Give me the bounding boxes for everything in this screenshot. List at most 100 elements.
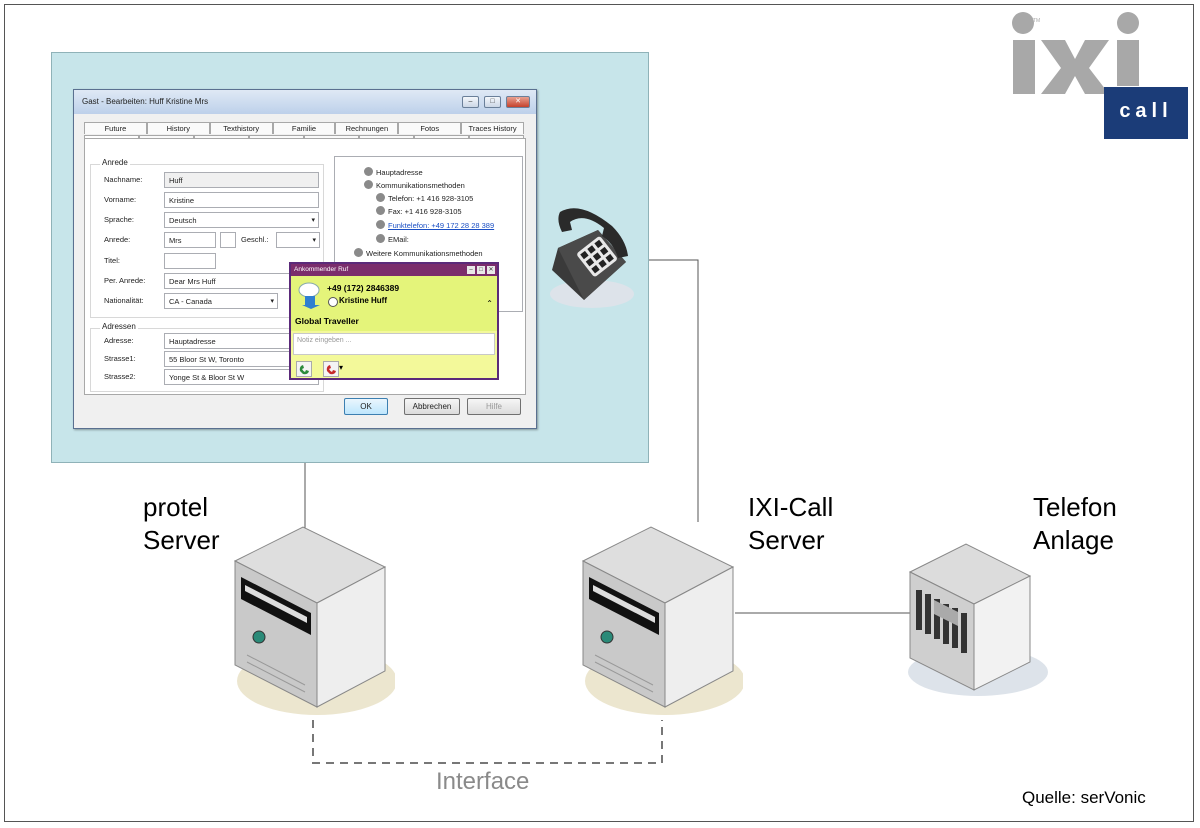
contact-status-icon [328, 297, 338, 307]
ixi-label-line2: Server [748, 525, 825, 555]
popup-maximize-icon[interactable]: □ [477, 266, 485, 274]
field-value[interactable]: Dear Mrs Huff [164, 273, 319, 289]
dialog-title: Gast - Bearbeiten: Huff Kristine Mrs [82, 97, 209, 106]
ixi-logo-mark: TM [1012, 12, 1139, 94]
logo-call-text: call [1119, 100, 1173, 122]
reject-call-icon[interactable] [323, 361, 339, 377]
tree-node-icon [376, 206, 385, 215]
answer-call-icon[interactable] [296, 361, 312, 377]
ixi-call-server-icon [581, 526, 743, 715]
tree-item-label: Weitere Kommunikationsmethoden [366, 249, 483, 258]
interface-dashed-line [312, 720, 663, 764]
ixi-call-logo: TM call [1005, 12, 1190, 139]
tab[interactable]: Texthistory [209, 122, 273, 134]
tree-node-icon [364, 180, 373, 189]
tree-item[interactable]: Telefon: +1 416 928-3105 [376, 193, 473, 203]
telefon-label-line1: Telefon [1033, 492, 1117, 522]
popup-actions: ▾ [291, 357, 497, 378]
telephone-icon [550, 208, 634, 308]
field-label: Per. Anrede: [104, 276, 146, 285]
field-value[interactable]: Mrs [164, 232, 216, 248]
chevron-down-icon: ▾ [311, 217, 315, 224]
tree-item[interactable]: Funktelefon: +49 172 28 28 389 [376, 220, 494, 230]
telefon-label-line2: Anlage [1033, 525, 1114, 555]
group-anrede [90, 164, 324, 318]
chevron-down-icon: ▾ [312, 237, 316, 244]
close-icon[interactable]: ✕ [506, 96, 530, 108]
tab[interactable]: Traces History [461, 122, 525, 134]
tab[interactable]: Future [84, 122, 147, 134]
group-anrede-title: Anrede [100, 158, 130, 167]
field-value[interactable]: Huff [164, 172, 319, 188]
caller-group: Global Traveller [295, 316, 359, 326]
dropdown-icon[interactable]: ▾ [339, 363, 344, 372]
geschl-select[interactable]: ▾ [276, 232, 320, 248]
field-value[interactable]: Hauptadresse [164, 333, 319, 349]
field-label: Anrede: [104, 235, 131, 244]
field-value[interactable]: CA - Canada▾ [164, 293, 278, 309]
telefon-anlage-label: Telefon Anlage [1033, 491, 1117, 557]
tree-node-icon [376, 193, 385, 202]
field-value[interactable] [164, 253, 216, 269]
tree-item-label: Telefon: +1 416 928-3105 [388, 194, 474, 203]
tree-item-label: Fax: +1 416 928-3105 [388, 207, 462, 216]
anrede-browse-button[interactable] [220, 232, 236, 248]
note-input[interactable]: Notiz eingeben ... [293, 333, 495, 355]
protel-server-label: protel Server [143, 491, 220, 557]
incoming-call-popup: Ankommender Ruf – □ ✕ +49 (172) 2846389 … [289, 262, 499, 380]
field-label: Adresse: [104, 336, 134, 345]
popup-close-icon[interactable]: ✕ [487, 266, 495, 274]
caller-name: Kristine Huff [339, 296, 387, 305]
ok-button[interactable]: OK [344, 398, 388, 415]
tab[interactable]: History [146, 122, 210, 134]
tree-item-label: Kommunikationsmethoden [376, 181, 465, 190]
tree-item-label: EMail: [388, 235, 409, 244]
protel-server-icon [233, 526, 395, 715]
popup-caller-info: +49 (172) 2846389 Kristine Huff ⌃ Global… [291, 276, 497, 331]
logo-call-box [1104, 87, 1188, 139]
tree-item[interactable]: Kommunikationsmethoden [364, 180, 465, 190]
field-label: Nationalität: [104, 296, 144, 305]
tree-item-label: Hauptadresse [376, 168, 423, 177]
minimize-icon[interactable]: – [462, 96, 479, 108]
field-label: Sprache: [104, 215, 135, 224]
ixi-label-line1: IXI-Call [748, 492, 834, 522]
dialog-titlebar: Gast - Bearbeiten: Huff Kristine Mrs – □… [74, 90, 536, 114]
field-value[interactable]: 55 Bloor St W, Toronto [164, 351, 319, 367]
tree-item[interactable]: Fax: +1 416 928-3105 [376, 206, 462, 216]
field-label: Strasse2: [104, 372, 136, 381]
tree-node-icon [376, 220, 385, 229]
tab[interactable]: Familie [272, 122, 336, 134]
popup-titlebar: Ankommender Ruf – □ ✕ [291, 264, 497, 276]
protel-label-line1: protel [143, 492, 209, 522]
tree-item[interactable]: Weitere Kommunikationsmethoden [354, 248, 483, 258]
popup-minimize-icon[interactable]: – [467, 266, 475, 274]
popup-title: Ankommender Ruf [294, 266, 349, 273]
tree-item[interactable]: Hauptadresse [364, 167, 423, 177]
tree-node-icon [354, 248, 363, 257]
chevron-down-icon: ▾ [270, 298, 274, 305]
field-label: Strasse1: [104, 354, 136, 363]
group-adressen-title: Adressen [100, 322, 138, 331]
tree-item-label: Funktelefon: +49 172 28 28 389 [388, 221, 495, 230]
field-label: Nachname: [104, 175, 143, 184]
collapse-icon[interactable]: ⌃ [486, 299, 493, 308]
maximize-icon[interactable]: □ [484, 96, 501, 108]
tree-item[interactable]: EMail: [376, 234, 409, 244]
caller-number: +49 (172) 2846389 [327, 283, 400, 293]
tab[interactable]: Rechnungen [335, 122, 399, 134]
protel-label-line2: Server [143, 525, 220, 555]
help-button[interactable]: Hilfe [467, 398, 521, 415]
telephone-system-icon [908, 543, 1048, 696]
tree-node-icon [376, 234, 385, 243]
tab[interactable]: Fotos [398, 122, 462, 134]
field-label: Titel: [104, 256, 120, 265]
field-value[interactable]: Deutsch▾ [164, 212, 319, 228]
tree-node-icon [364, 167, 373, 176]
cancel-button[interactable]: Abbrechen [404, 398, 460, 415]
field-label: Vorname: [104, 195, 137, 204]
field-value[interactable]: Kristine [164, 192, 319, 208]
chat-bubble-icon [298, 282, 320, 309]
source-label: Quelle: serVonic [1022, 788, 1146, 807]
